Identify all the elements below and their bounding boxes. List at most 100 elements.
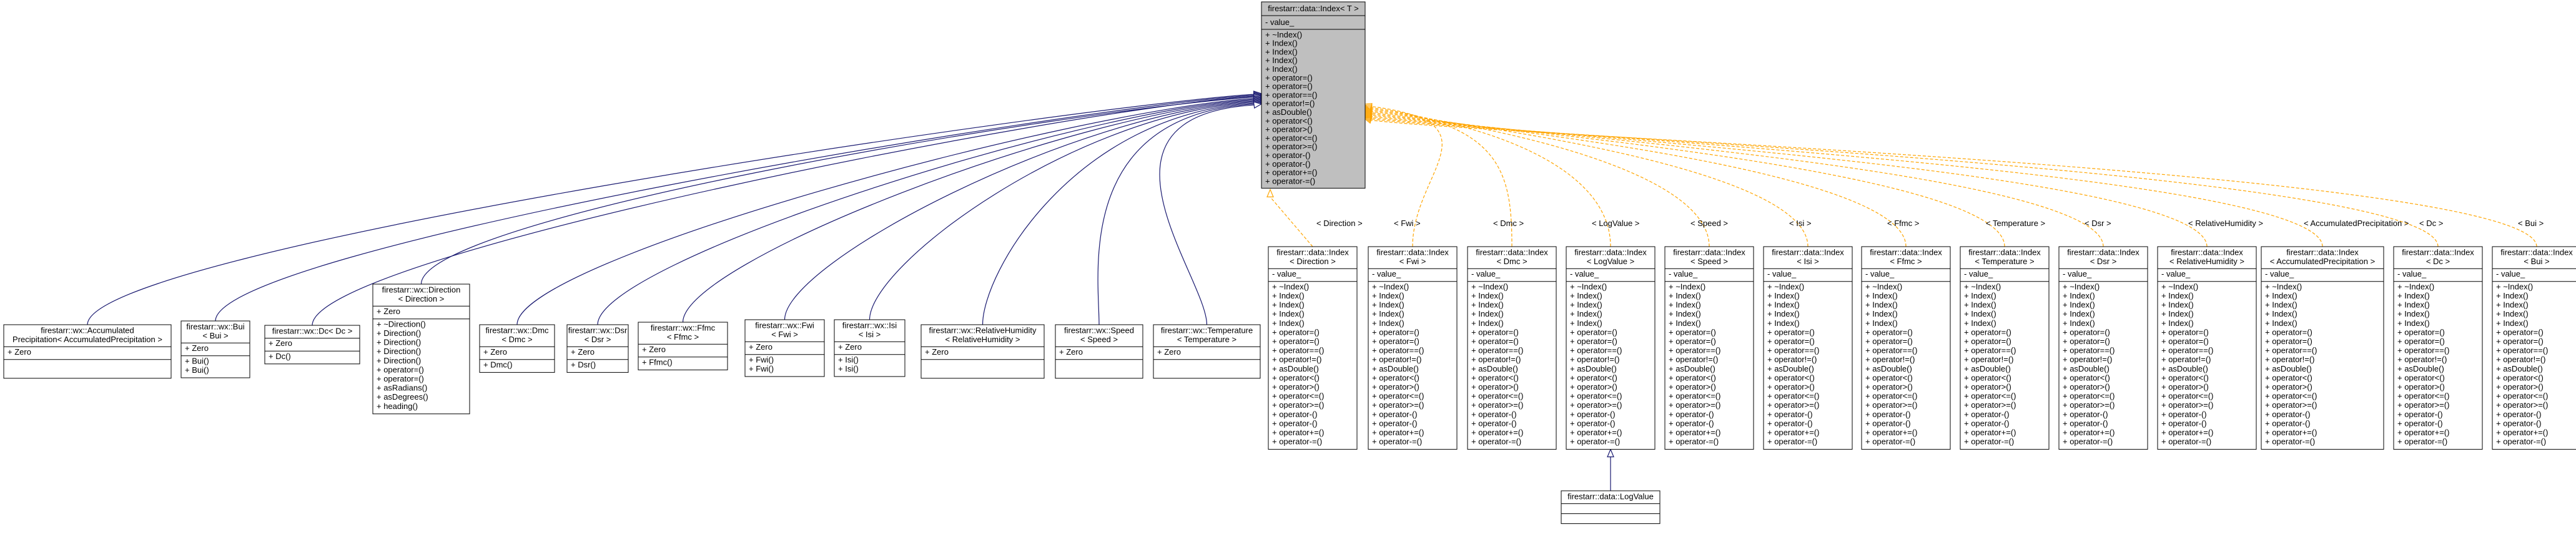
class-method: + operator-=() <box>2265 437 2315 446</box>
class-title: < Dmc > <box>1496 257 1527 266</box>
index-instantiation-fwi[interactable]: firestarr::data::Index< Fwi >- value_+ ~… <box>1368 246 1458 450</box>
class-method: + operator<() <box>2397 373 2445 382</box>
class-box-frame <box>479 324 555 373</box>
class-attribute: - value_ <box>2161 269 2191 278</box>
class-method: + ~Direction() <box>377 319 426 328</box>
inheritance-line <box>215 94 1255 322</box>
class-method: + Dmc() <box>483 360 513 369</box>
class-method: + operator>() <box>2063 382 2110 392</box>
class-attribute: + Zero <box>838 342 862 352</box>
class-method: + operator=() <box>1570 337 1617 346</box>
class-method: + Index() <box>1265 39 1298 48</box>
class-method: + ~Index() <box>1570 282 1607 291</box>
class-method: + Index() <box>2161 318 2194 328</box>
class-title: < Direction > <box>398 294 445 303</box>
derived-class-logvalue[interactable]: firestarr::data::LogValue <box>1561 490 1661 525</box>
index-instantiation-temperature[interactable]: firestarr::data::Index< Temperature >- v… <box>1960 246 2050 450</box>
class-box-frame <box>1467 246 1557 450</box>
class-method: + Index() <box>1964 300 1996 310</box>
index-instantiation-dmc[interactable]: firestarr::data::Index< Dmc >- value_+ ~… <box>1467 246 1557 450</box>
class-method: + operator!=() <box>1767 355 1817 364</box>
class-title: firestarr::wx::Ffmc <box>651 323 716 333</box>
class-method: + asDouble() <box>2161 364 2208 373</box>
derived-class-bui[interactable]: firestarr::wx::Bui< Bui >+ Zero+ Bui()+ … <box>180 320 250 378</box>
class-method: + operator>=() <box>1471 400 1523 410</box>
class-method: + Fwi() <box>749 364 774 373</box>
index-instantiation-ffmc[interactable]: firestarr::data::Index< Ffmc >- value_+ … <box>1861 246 1951 450</box>
class-method: + operator-() <box>2496 418 2542 428</box>
class-method: + operator+=() <box>1669 428 1720 437</box>
class-method: + operator+=() <box>2063 428 2115 437</box>
class-attribute: - value_ <box>1669 269 1698 278</box>
class-method: + operator>() <box>2397 382 2445 392</box>
index-instantiation-direction[interactable]: firestarr::data::Index< Direction >- val… <box>1268 246 1358 450</box>
class-method: + Index() <box>1669 318 1701 328</box>
class-title: < Ffmc > <box>1890 257 1922 266</box>
inheritance-line <box>87 94 1255 325</box>
derived-class-isi[interactable]: firestarr::wx::Isi< Isi >+ Zero+ Isi()+ … <box>834 319 906 377</box>
class-method: + operator>=() <box>2496 400 2548 410</box>
class-method: + Index() <box>2265 291 2297 300</box>
class-method: + operator<() <box>1767 373 1815 382</box>
class-method: + operator==() <box>1265 90 1317 99</box>
class-method: + operator!=() <box>1964 355 2014 364</box>
index-instantiation-logvalue[interactable]: firestarr::data::Index< LogValue >- valu… <box>1566 246 1656 450</box>
class-method: + operator>() <box>1372 382 1419 392</box>
class-box-frame <box>2058 246 2148 450</box>
class-method: + operator>=() <box>1570 400 1622 410</box>
class-method: + asDouble() <box>1767 364 1814 373</box>
class-box-frame <box>264 325 360 365</box>
index-instantiation-rh[interactable]: firestarr::data::Index< RelativeHumidity… <box>2157 246 2257 450</box>
index-instantiation-isi[interactable]: firestarr::data::Index< Isi >- value_+ ~… <box>1763 246 1853 450</box>
class-box-frame <box>1268 246 1358 450</box>
class-title: firestarr::wx::Dmc <box>485 326 549 335</box>
index-instantiation-accum[interactable]: firestarr::data::Index< AccumulatedPreci… <box>2261 246 2384 450</box>
inheritance-edge <box>215 91 1263 322</box>
derived-class-dir[interactable]: firestarr::wx::Direction< Direction >+ Z… <box>372 283 470 415</box>
class-method: + operator>() <box>2265 382 2312 392</box>
class-method: + operator>=() <box>1865 400 1917 410</box>
class-method: + operator!=() <box>2265 355 2315 364</box>
derived-class-dc[interactable]: firestarr::wx::Dc< Dc >+ Zero+ Dc() <box>264 325 360 365</box>
class-method: + operator-() <box>1964 418 2010 428</box>
class-method: + operator-() <box>2063 418 2108 428</box>
class-title: < Ffmc > <box>667 332 699 342</box>
class-method: + operator+=() <box>1865 428 1917 437</box>
class-method: + Index() <box>2397 309 2430 318</box>
derived-class-dmc[interactable]: firestarr::wx::Dmc< Dmc >+ Zero+ Dmc() <box>479 324 555 373</box>
derived-class-rh[interactable]: firestarr::wx::RelativeHumidity< Relativ… <box>920 324 1045 379</box>
class-method: + operator-() <box>1865 418 1911 428</box>
class-method: + Index() <box>1767 309 1800 318</box>
class-method: + operator-=() <box>2161 437 2211 446</box>
class-box-frame <box>1368 246 1458 450</box>
base-class-index[interactable]: firestarr::data::Index< T >- value_+ ~In… <box>1261 1 1366 189</box>
index-instantiation-dc[interactable]: firestarr::data::Index< Dc >- value_+ ~I… <box>2393 246 2483 450</box>
class-method: + operator+=() <box>1570 428 1622 437</box>
derived-class-dsr[interactable]: firestarr::wx::Dsr< Dsr >+ Zero+ Dsr() <box>566 324 629 373</box>
class-title: firestarr::data::Index< T > <box>1268 4 1359 13</box>
class-method: + operator-() <box>2397 418 2443 428</box>
derived-class-speed[interactable]: firestarr::wx::Speed< Speed >+ Zero <box>1055 324 1143 379</box>
class-title: < Fwi > <box>771 330 798 339</box>
class-method: + operator=() <box>2063 327 2110 337</box>
class-method: + ~Index() <box>1272 282 1309 291</box>
class-method: + Fwi() <box>749 355 774 364</box>
derived-class-temp[interactable]: firestarr::wx::Temperature< Temperature … <box>1153 324 1261 379</box>
index-instantiation-bui[interactable]: firestarr::data::Index< Bui >- value_+ ~… <box>2492 246 2576 450</box>
class-method: + operator-=() <box>1964 437 2014 446</box>
class-method: + operator-() <box>1767 418 1813 428</box>
index-instantiation-speed[interactable]: firestarr::data::Index< Speed >- value_+… <box>1664 246 1754 450</box>
class-title: firestarr::data::Index <box>1870 248 1942 257</box>
class-method: + asDouble() <box>2397 364 2444 373</box>
index-instantiation-dsr[interactable]: firestarr::data::Index< Dsr >- value_+ ~… <box>2058 246 2148 450</box>
derived-class-ffmc[interactable]: firestarr::wx::Ffmc< Ffmc >+ Zero+ Ffmc(… <box>638 322 728 370</box>
class-method: + Index() <box>1964 318 1996 328</box>
template-argument-label: < Dc > <box>2419 219 2443 228</box>
derived-class-accum[interactable]: firestarr::wx::AccumulatedPrecipitation<… <box>3 324 172 379</box>
class-title: < Temperature > <box>1177 335 1236 344</box>
template-line <box>1371 109 1710 247</box>
derived-class-fwi[interactable]: firestarr::wx::Fwi< Fwi >+ Zero+ Fwi()+ … <box>744 319 825 377</box>
class-method: + operator=() <box>1272 327 1320 337</box>
class-method: + operator==() <box>2161 346 2213 355</box>
template-argument-label: < Fwi > <box>1394 219 1421 228</box>
